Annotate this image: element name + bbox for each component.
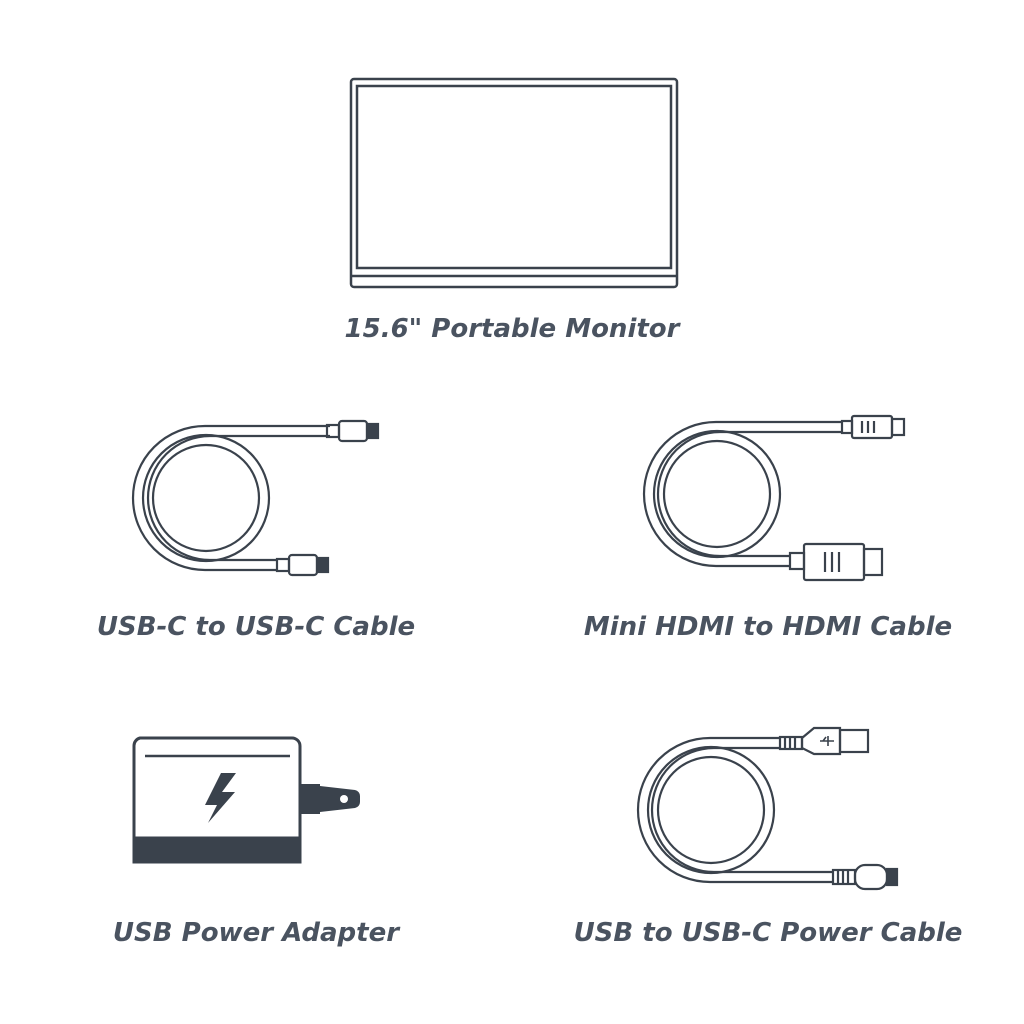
hdmi-cable-label: Mini HDMI to HDMI Cable: [583, 612, 953, 642]
usbc-cable-label: USB-C to USB-C Cable: [96, 612, 416, 642]
power-cable-label: USB to USB-C Power Cable: [573, 918, 963, 948]
monitor-label: 15.6" Portable Monitor: [344, 314, 680, 344]
power-adapter-label: USB Power Adapter: [112, 918, 400, 948]
